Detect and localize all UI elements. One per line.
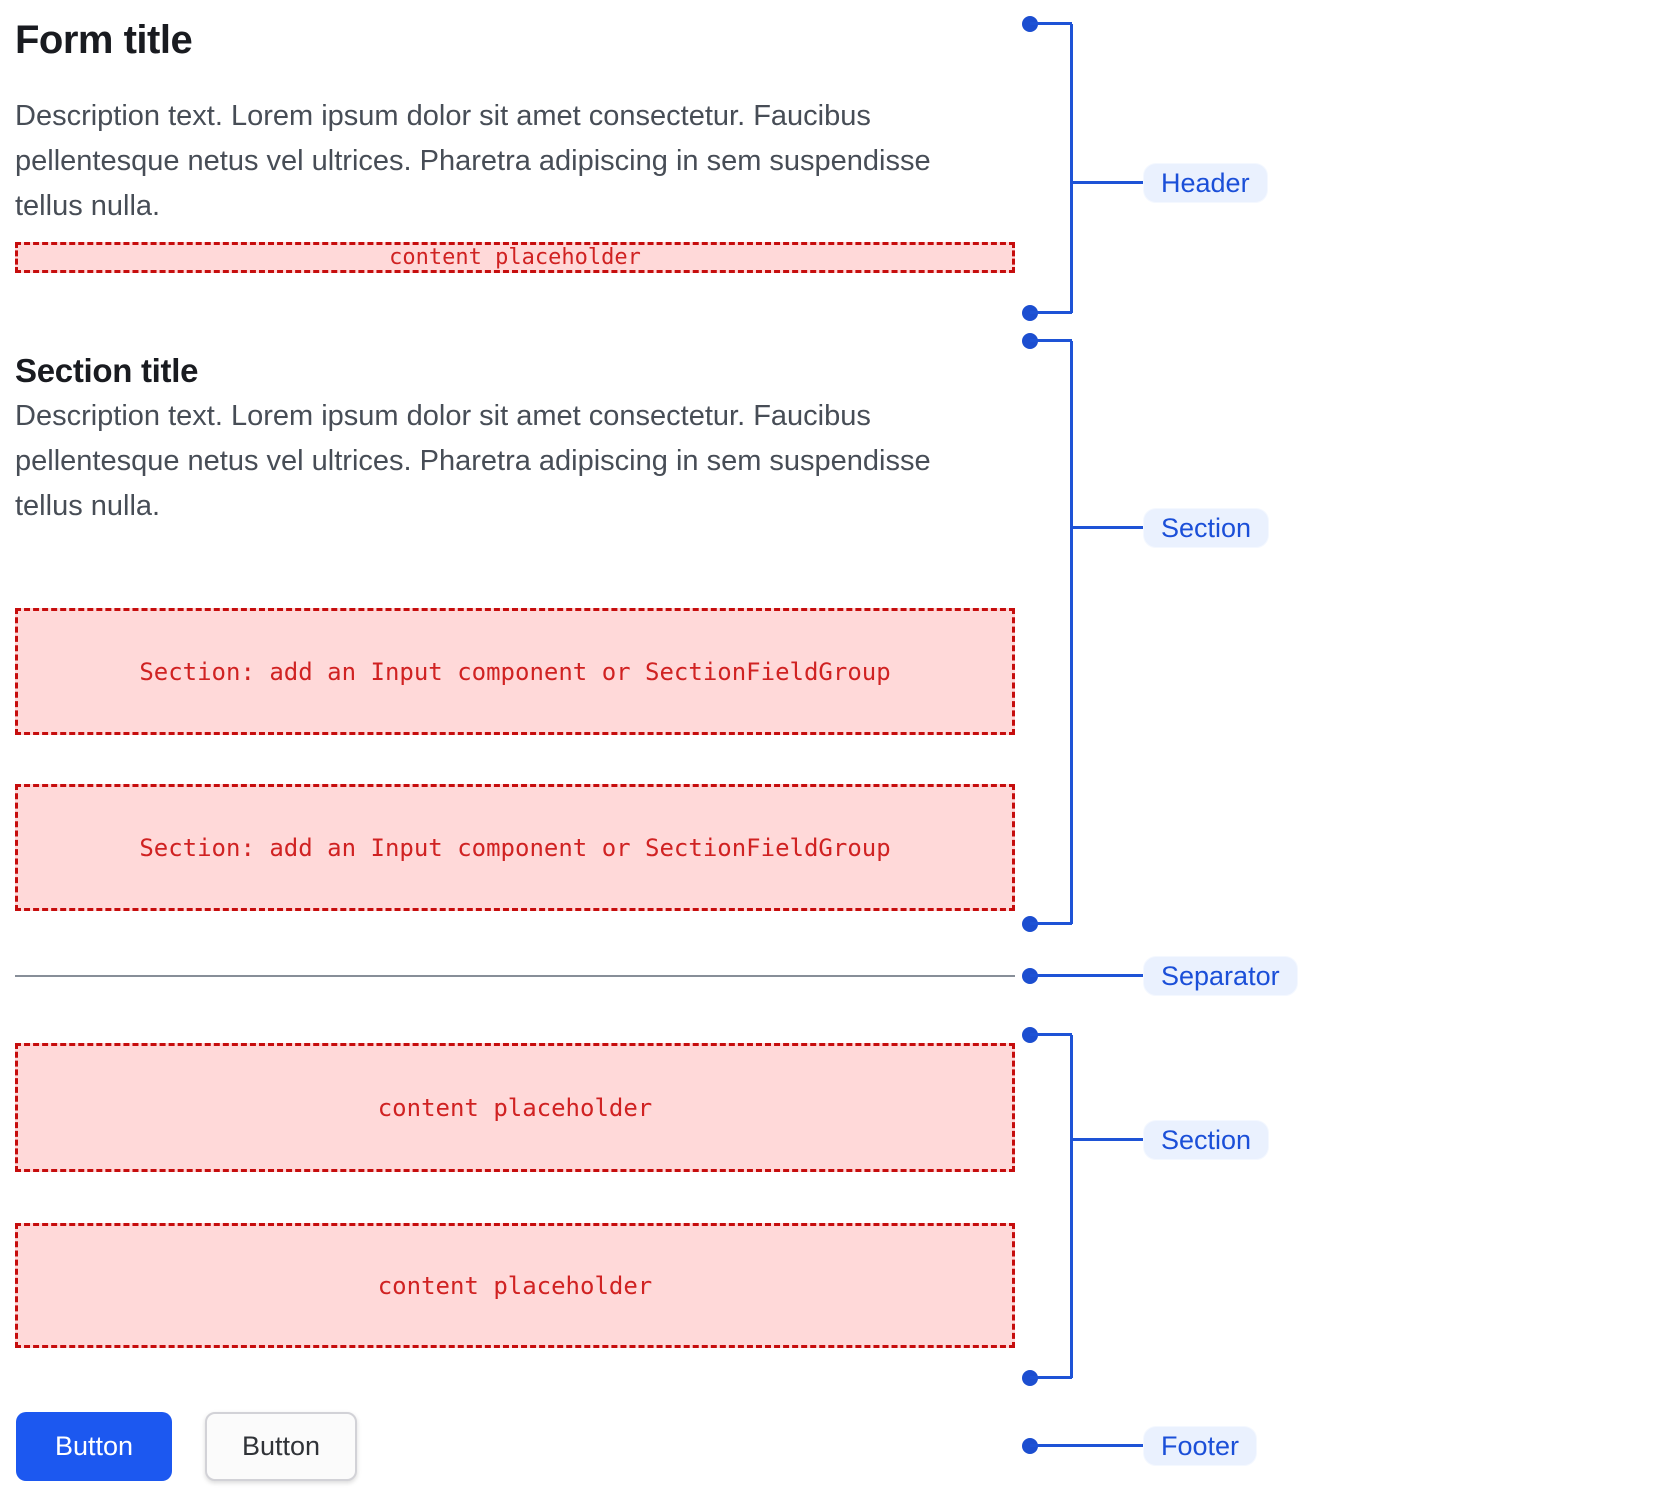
connector-line: [1030, 1376, 1072, 1379]
connector-line: [1072, 1138, 1143, 1141]
header-content-placeholder-text: content placeholder: [389, 245, 641, 270]
section-field-placeholder-text: Section: add an Input component or Secti…: [139, 657, 891, 686]
connector-line: [1030, 339, 1072, 342]
connector-line: [1072, 181, 1143, 184]
connector-line: [1030, 922, 1072, 925]
section-field-placeholder: Section: add an Input component or Secti…: [15, 608, 1015, 735]
form-description: Description text. Lorem ipsum dolor sit …: [15, 100, 931, 222]
annotation-label-text: Section: [1161, 1124, 1252, 1155]
annotation-label-section: Section: [1143, 508, 1270, 548]
annotation-label-section: Section: [1143, 1120, 1270, 1160]
connector-line: [1072, 526, 1143, 529]
connector-line: [1070, 1035, 1073, 1378]
separator-line: [15, 975, 1015, 977]
connector-line: [1030, 311, 1072, 314]
section-field-placeholder-text: Section: add an Input component or Secti…: [139, 833, 891, 862]
annotation-label-text: Header: [1161, 167, 1250, 198]
form-title: Form title: [15, 18, 193, 62]
section-description: Description text. Lorem ipsum dolor sit …: [15, 400, 931, 522]
header-content-placeholder: content placeholder: [15, 242, 1015, 273]
section-content-placeholder: content placeholder: [15, 1043, 1015, 1172]
section-content-placeholder: content placeholder: [15, 1223, 1015, 1348]
annotation-label-text: Section: [1161, 512, 1252, 543]
annotation-label-text: Footer: [1161, 1430, 1240, 1461]
annotation-label-header: Header: [1143, 163, 1268, 203]
section-field-placeholder: Section: add an Input component or Secti…: [15, 784, 1015, 911]
section-content-placeholder-text: content placeholder: [377, 1271, 653, 1300]
connector-line: [1030, 22, 1072, 25]
section-title: Section title: [15, 352, 199, 389]
connector-line: [1030, 974, 1143, 977]
connector-line: [1070, 341, 1073, 924]
primary-button-label: Button: [54, 1431, 134, 1461]
primary-button[interactable]: Button: [16, 1412, 172, 1481]
connector-line: [1070, 24, 1073, 313]
connector-line: [1030, 1033, 1072, 1036]
annotation-label-footer: Footer: [1143, 1426, 1258, 1466]
connector-line: [1030, 1444, 1143, 1447]
section-content-placeholder-text: content placeholder: [377, 1093, 653, 1122]
secondary-button[interactable]: Button: [205, 1412, 357, 1481]
annotation-label-separator: Separator: [1143, 956, 1298, 996]
secondary-button-label: Button: [241, 1431, 321, 1461]
annotation-label-text: Separator: [1161, 960, 1280, 991]
